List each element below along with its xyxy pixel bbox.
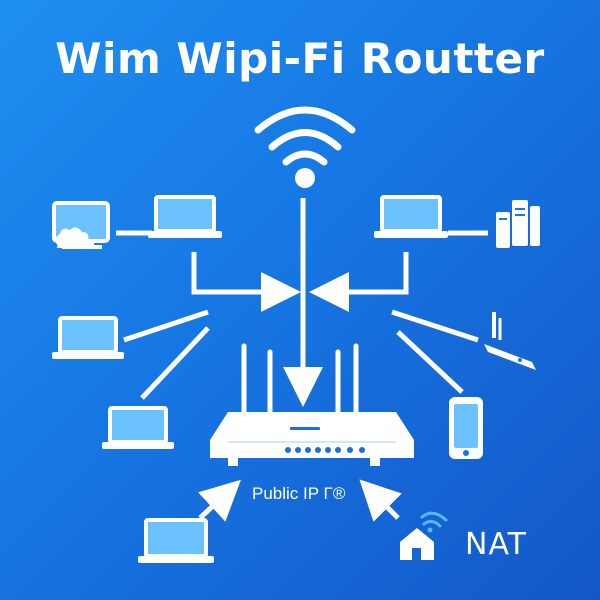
laptop-icon	[52, 316, 124, 359]
home-network-icon	[400, 511, 448, 560]
wifi-signal-icon	[254, 106, 356, 188]
wireless-access-point-icon	[484, 312, 536, 370]
laptop-icon	[148, 195, 222, 238]
diagram-title: Wim Wipi-Fi Routter	[55, 34, 545, 83]
server-icon	[496, 200, 540, 248]
router-icon	[210, 343, 414, 466]
laptop-icon	[374, 195, 448, 238]
desktop-computer-icon	[52, 201, 110, 249]
public-ip-left-arrow	[198, 479, 241, 522]
laptop-icon	[102, 406, 174, 449]
left-bent-arrow	[191, 252, 301, 312]
public-ip-right-arrow	[359, 479, 402, 522]
public-ip-label: Public IP Γ®	[252, 484, 346, 503]
nat-label: NAT	[465, 527, 527, 562]
smartphone-icon	[449, 397, 483, 459]
right-bent-arrow	[309, 252, 409, 312]
laptop-icon	[138, 518, 214, 563]
